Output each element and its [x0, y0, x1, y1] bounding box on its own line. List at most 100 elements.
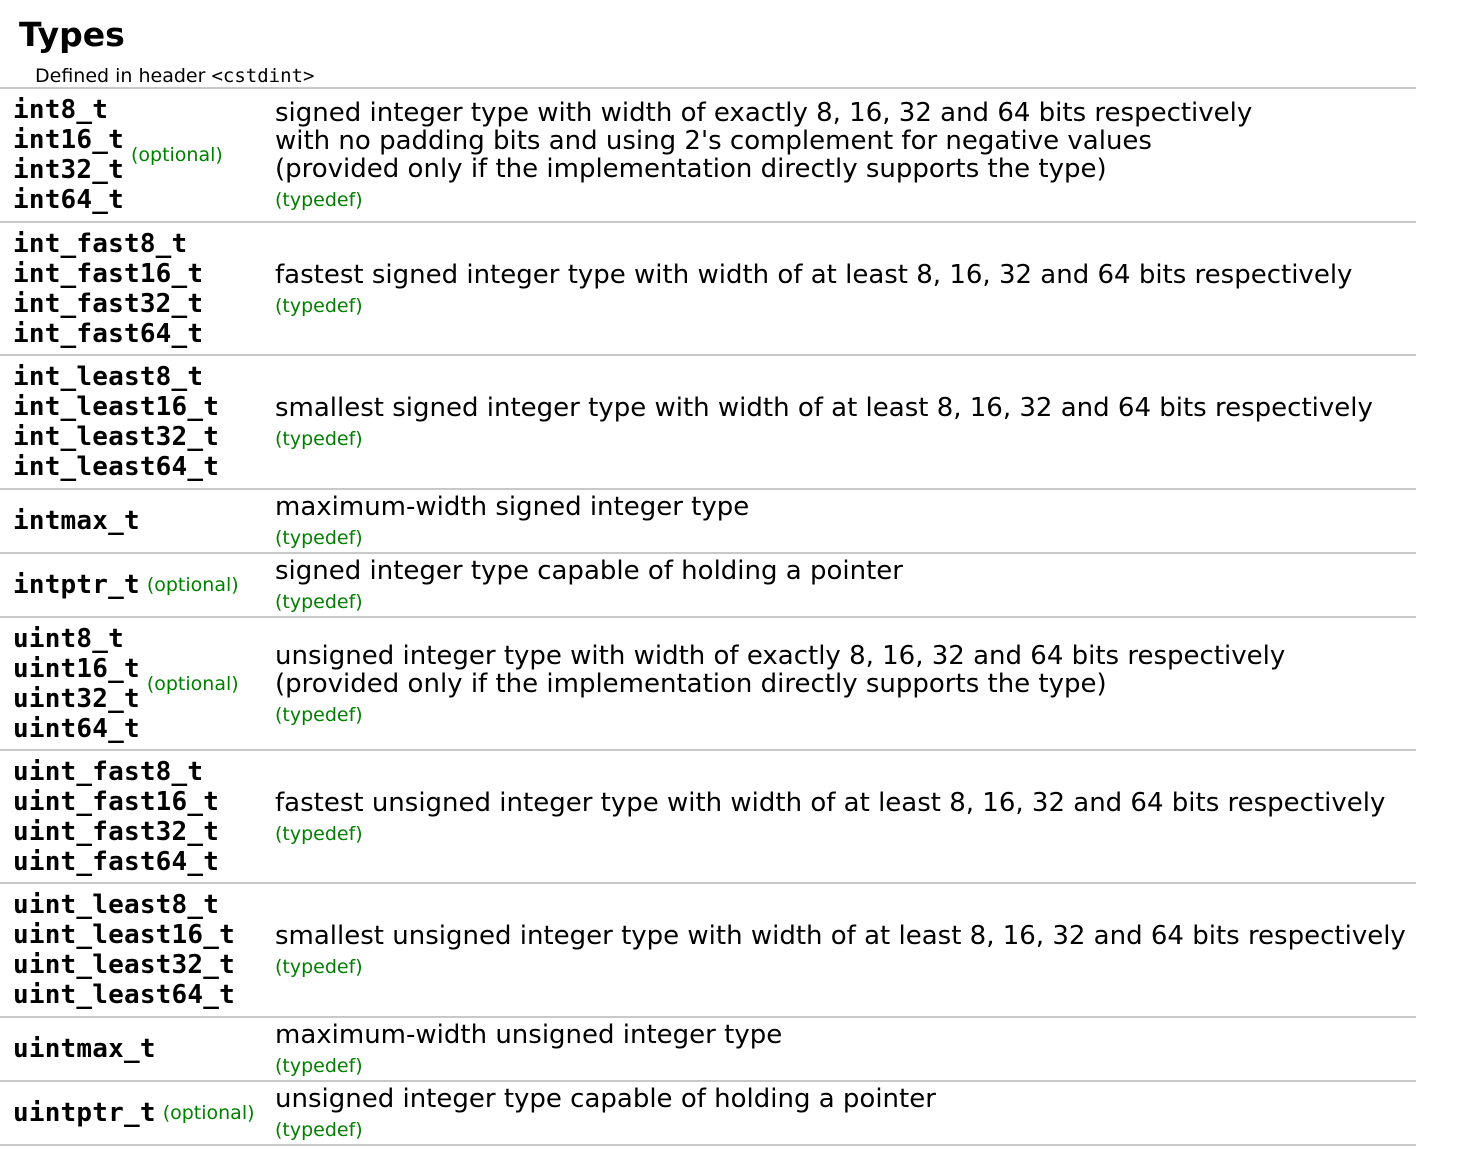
type-names: uintptr_t — [13, 1098, 156, 1128]
typedef-marker: (typedef) — [275, 527, 363, 549]
type-name-link[interactable]: int_least32_t — [13, 422, 220, 452]
table-row: intmax_t maximum-width signed integer typ… — [0, 490, 1416, 554]
type-name-link[interactable]: int8_t — [13, 95, 109, 125]
type-name-link[interactable]: uint8_t — [13, 623, 124, 654]
description-text: smallest signed integer type with width … — [275, 393, 1373, 423]
type-description-cell: fastest signed integer type with width o… — [275, 261, 1416, 317]
typedef-marker: (typedef) — [275, 956, 363, 978]
type-name-link[interactable]: int_fast64_t — [13, 318, 204, 349]
description-text: signed integer type with width of exactl… — [275, 98, 1253, 128]
table-row: uintmax_t maximum-width unsigned integer … — [0, 1018, 1416, 1082]
type-description-cell: maximum-width unsigned integer type (type… — [275, 1021, 1416, 1077]
type-name-link[interactable]: uint_least8_t — [13, 890, 220, 920]
type-name-link[interactable]: int16_t — [13, 125, 124, 155]
type-name-link[interactable]: uint32_t — [13, 683, 140, 714]
type-name-link[interactable]: uintptr_t — [13, 1098, 156, 1128]
type-name-link[interactable]: uint64_t — [13, 713, 140, 744]
type-name-link[interactable]: uint_least32_t — [13, 950, 235, 980]
typedef-marker: (typedef) — [275, 703, 363, 726]
type-description-cell: unsigned integer type with width of exac… — [275, 642, 1416, 726]
description-text: signed integer type capable of holding a… — [275, 556, 903, 586]
type-description-cell: signed integer type capable of holding a… — [275, 557, 1416, 613]
type-name-link[interactable]: int_fast16_t — [13, 258, 204, 289]
type-description-cell: fastest unsigned integer type with width… — [275, 789, 1416, 845]
section-title: Types — [19, 15, 125, 54]
description-text: fastest unsigned integer type with width… — [275, 787, 1386, 818]
type-description-cell: signed integer type with width of exactl… — [275, 99, 1416, 211]
type-name-link[interactable]: int32_t — [13, 155, 124, 185]
type-name-link[interactable]: uint_fast64_t — [13, 846, 220, 877]
type-names: uintmax_t — [13, 1034, 156, 1064]
type-names: intmax_t — [13, 506, 140, 536]
type-name-link[interactable]: int_least8_t — [13, 362, 204, 392]
description-text: with no padding bits and using 2's compl… — [275, 126, 1152, 156]
optional-marker: (optional) — [162, 1102, 255, 1124]
typedef-marker: (typedef) — [275, 428, 363, 450]
type-name-link[interactable]: uintmax_t — [13, 1034, 156, 1064]
type-name-link[interactable]: int_least64_t — [13, 452, 220, 482]
type-names-cell: uintmax_t — [0, 1034, 275, 1064]
type-description-cell: smallest signed integer type with width … — [275, 394, 1416, 450]
description-text: fastest signed integer type with width o… — [275, 259, 1353, 290]
optional-marker: (optional) — [130, 144, 223, 166]
typedef-marker: (typedef) — [275, 1119, 363, 1141]
description-text: smallest unsigned integer type with widt… — [275, 921, 1406, 951]
header-note-label: Defined in header — [35, 65, 212, 87]
type-name-link[interactable]: uint_fast16_t — [13, 786, 220, 817]
description-text: maximum-width signed integer type — [275, 492, 750, 522]
type-name-link[interactable]: int64_t — [13, 185, 124, 215]
description-text: (provided only if the implementation dir… — [275, 154, 1107, 184]
type-name-link[interactable]: intmax_t — [13, 506, 140, 536]
type-name-link[interactable]: int_fast32_t — [13, 288, 204, 319]
type-name-link[interactable]: int_fast8_t — [13, 228, 188, 259]
table-row: uintptr_t (optional) unsigned integer type… — [0, 1082, 1416, 1146]
type-names-cell: intptr_t (optional) — [0, 570, 275, 600]
description-text: maximum-width unsigned integer type — [275, 1020, 783, 1050]
table-row: intptr_t (optional) signed integer type ca… — [0, 554, 1416, 618]
type-names-cell: intmax_t — [0, 506, 275, 536]
type-description-cell: maximum-width signed integer type (typede… — [275, 493, 1416, 549]
type-name-link[interactable]: uint_fast8_t — [13, 756, 204, 787]
description-text: unsigned integer type with width of exac… — [275, 640, 1286, 671]
typedef-marker: (typedef) — [275, 189, 363, 211]
type-name-link[interactable]: intptr_t — [13, 570, 140, 600]
header-name[interactable]: <cstdint> — [211, 65, 315, 87]
type-names-cell: uintptr_t (optional) — [0, 1098, 275, 1128]
type-name-link[interactable]: uint16_t — [13, 653, 140, 684]
typedef-marker: (typedef) — [275, 1055, 363, 1077]
type-description-cell: smallest unsigned integer type with widt… — [275, 922, 1416, 978]
description-text: unsigned integer type capable of holding… — [275, 1084, 936, 1114]
type-name-link[interactable]: int_least16_t — [13, 392, 220, 422]
optional-marker: (optional) — [146, 574, 239, 596]
typedef-marker: (typedef) — [275, 822, 363, 845]
typedef-marker: (typedef) — [275, 591, 363, 613]
type-name-link[interactable]: uint_fast32_t — [13, 816, 220, 847]
type-name-link[interactable]: uint_least16_t — [13, 920, 235, 950]
type-name-link[interactable]: uint_least64_t — [13, 980, 235, 1010]
header-note: Defined in header <cstdint> — [35, 64, 314, 88]
description-text: (provided only if the implementation dir… — [275, 668, 1107, 699]
type-description-cell: unsigned integer type capable of holding… — [275, 1085, 1416, 1141]
type-names: intptr_t — [13, 570, 140, 600]
typedef-marker: (typedef) — [275, 294, 363, 317]
